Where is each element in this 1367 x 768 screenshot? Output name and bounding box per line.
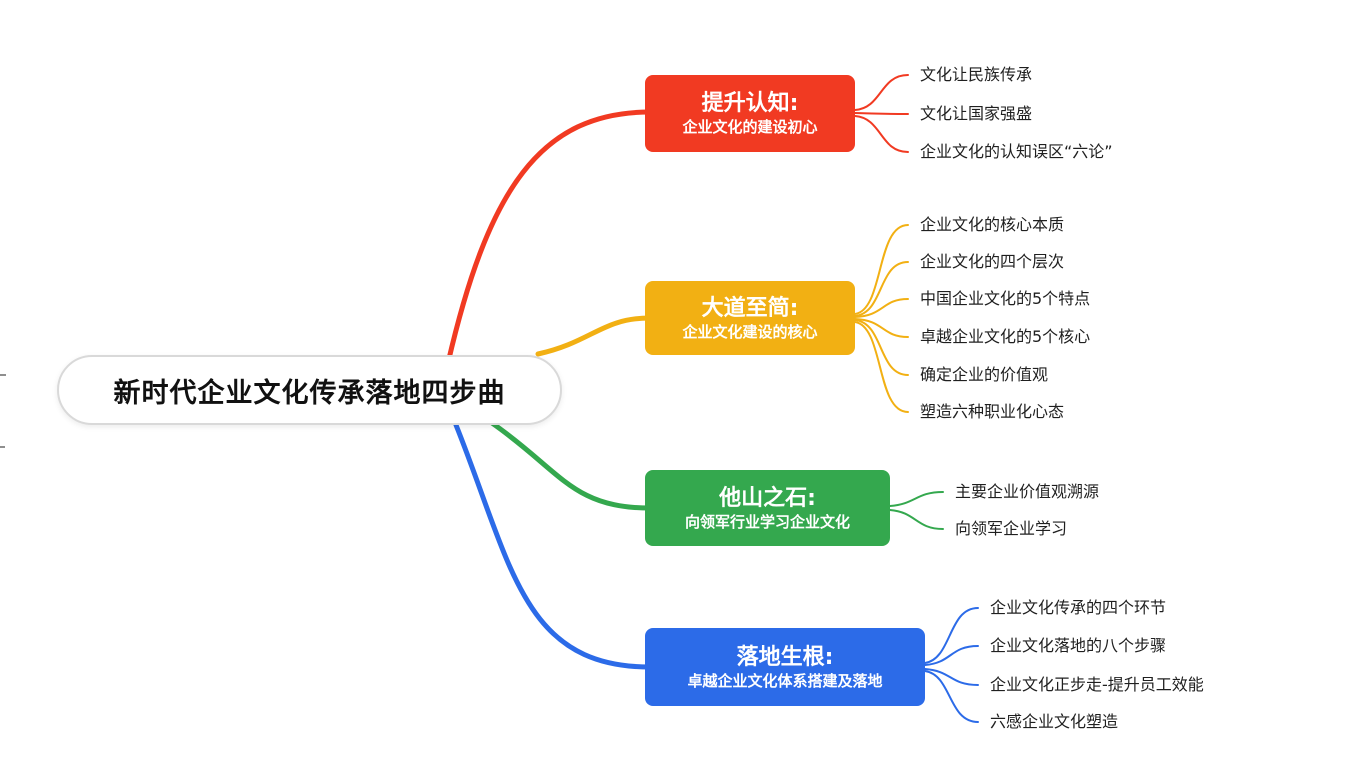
leaf-node[interactable]: 企业文化的四个层次 <box>920 252 1065 271</box>
branch-edge-3 <box>453 422 653 670</box>
leaf-edge-1-3 <box>854 318 909 338</box>
leaf-edge-3-0 <box>924 607 979 664</box>
leaf-edge-0-0 <box>854 74 909 111</box>
leaf-edge-0-2 <box>854 115 909 153</box>
leaf-edge-1-4 <box>854 319 909 376</box>
leaf-edge-3-3 <box>924 670 979 723</box>
branch-subtitle: 企业文化建设的核心 <box>682 322 818 341</box>
branch-edge-1 <box>535 315 653 357</box>
leaf-edge-1-5 <box>854 321 909 413</box>
branch-edge-0 <box>445 109 653 366</box>
branch-title: 提升认知: <box>701 91 799 116</box>
leaf-node[interactable]: 企业文化的核心本质 <box>920 215 1065 234</box>
leaf-edge-1-1 <box>854 261 909 317</box>
leaf-node[interactable]: 企业文化正步走-提升员工效能 <box>990 675 1204 694</box>
branch-node-3[interactable]: 落地生根: 卓越企业文化体系搭建及落地 <box>645 628 925 706</box>
leaf-node[interactable]: 企业文化传承的四个环节 <box>990 598 1167 617</box>
leaf-node[interactable]: 确定企业的价值观 <box>920 365 1049 384</box>
branch-title: 落地生根: <box>736 644 834 670</box>
leaf-edge-1-2 <box>854 298 909 318</box>
branch-edge-2 <box>489 420 653 511</box>
leaf-node[interactable]: 塑造六种职业化心态 <box>920 402 1065 421</box>
leaf-node[interactable]: 向领军企业学习 <box>955 519 1068 538</box>
leaf-edge-3-2 <box>924 668 979 686</box>
branch-subtitle: 企业文化的建设初心 <box>682 118 818 136</box>
leaf-edge-2-1 <box>889 509 944 530</box>
leaf-node[interactable]: 六感企业文化塑造 <box>990 712 1119 731</box>
leaf-edge-3-1 <box>924 645 979 666</box>
leaf-node[interactable]: 企业文化落地的八个步骤 <box>990 636 1167 655</box>
branch-title: 大道至简: <box>701 295 799 321</box>
leaf-edge-2-0 <box>889 491 944 507</box>
branch-subtitle: 卓越企业文化体系搭建及落地 <box>687 671 883 690</box>
left-edge-tick <box>0 374 6 376</box>
root-node-label: 新时代企业文化传承落地四步曲 <box>113 377 506 409</box>
branch-node-0[interactable]: 提升认知: 企业文化的建设初心 <box>645 75 855 152</box>
leaf-node[interactable]: 文化让民族传承 <box>920 65 1033 84</box>
leaf-node[interactable]: 主要企业价值观溯源 <box>955 482 1100 501</box>
branch-title: 他山之石: <box>719 485 816 511</box>
branch-node-2[interactable]: 他山之石: 向领军行业学习企业文化 <box>645 470 890 546</box>
branch-node-1[interactable]: 大道至简: 企业文化建设的核心 <box>645 281 855 355</box>
leaf-node[interactable]: 文化让国家强盛 <box>920 104 1033 123</box>
leaf-node[interactable]: 卓越企业文化的5个核心 <box>920 327 1091 346</box>
leaf-edge-1-0 <box>854 224 909 315</box>
root-node[interactable]: 新时代企业文化传承落地四步曲 <box>57 355 562 425</box>
leaf-edge-0-1 <box>854 112 909 115</box>
leaf-node[interactable]: 中国企业文化的5个特点 <box>920 289 1091 308</box>
left-edge-tick <box>0 446 5 448</box>
branch-subtitle: 向领军行业学习企业文化 <box>684 512 850 531</box>
leaf-node[interactable]: 企业文化的认知误区“六论” <box>920 142 1113 161</box>
